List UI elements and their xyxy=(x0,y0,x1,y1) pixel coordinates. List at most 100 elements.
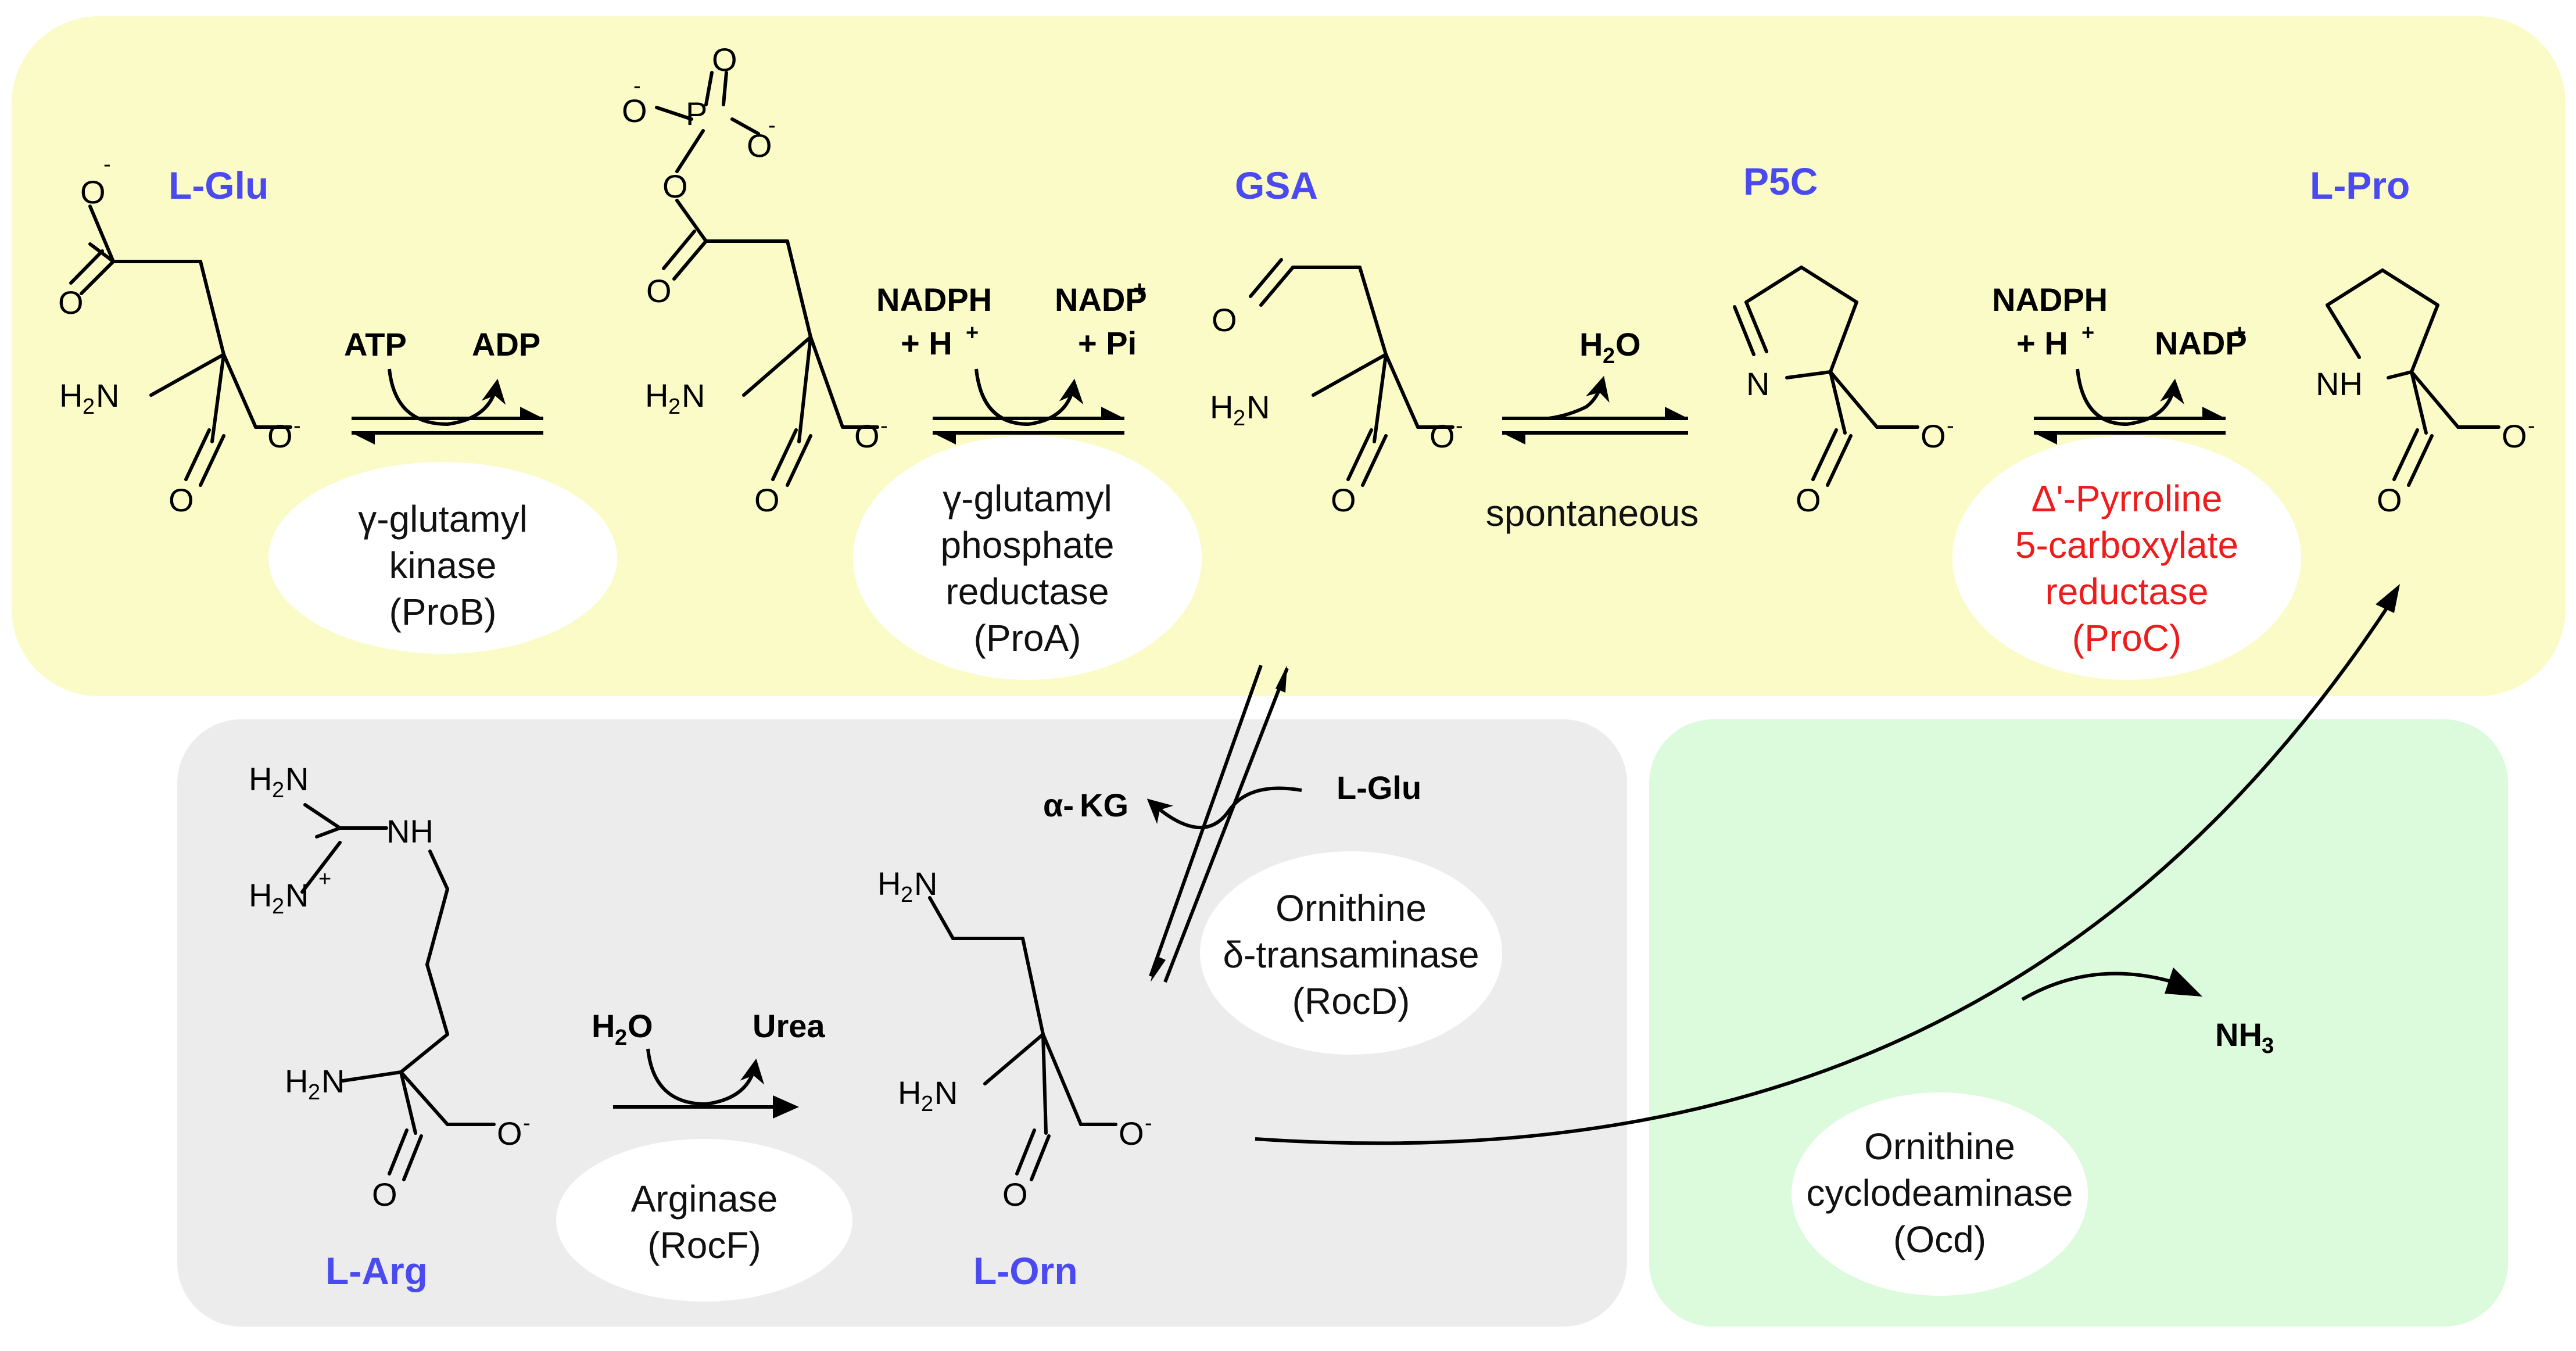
lpro-o-right-minus: - xyxy=(2528,414,2535,438)
cof-h-sup-2: + xyxy=(2081,321,2094,345)
cof-nadp-sup-1: + xyxy=(1133,277,1146,302)
larg-h-1: H xyxy=(249,761,272,797)
p5c-structure xyxy=(1733,266,1919,487)
lglu-o-top-minus: - xyxy=(103,152,111,177)
lglu-h: H xyxy=(59,377,83,414)
larg-plus: + xyxy=(318,867,331,891)
lglu-o-right-minus: - xyxy=(293,414,301,438)
ocd-long-arrow xyxy=(1255,600,2393,1145)
enzyme-proa-line1: γ-glutamyl xyxy=(943,478,1112,519)
enzyme-proc-line3: reductase xyxy=(2045,571,2208,612)
lglu-o-bottom: O xyxy=(169,482,194,518)
enzyme-prob-line2: kinase xyxy=(389,544,497,586)
cof-h2o-2-2: 2 xyxy=(615,1026,627,1050)
gp-p: P xyxy=(686,95,707,132)
enzyme-proc-ellipse xyxy=(1952,436,2301,680)
larg-o-bottom: O xyxy=(372,1176,397,1213)
cof-lglu-2: L-Glu xyxy=(1337,769,1421,806)
lpro-o-bottom: O xyxy=(2377,482,2402,518)
enzyme-prob-ellipse xyxy=(268,462,617,654)
lglu-n: N xyxy=(96,377,119,414)
cof-h2o-h-2: H xyxy=(592,1008,615,1044)
enzyme-proa-line3: reductase xyxy=(945,571,1109,612)
gsa-o-right: O xyxy=(1429,418,1455,454)
cof-nadp-sup-2: + xyxy=(2233,321,2246,345)
cof-nadph-2: NADPH xyxy=(1992,281,2108,318)
enzyme-ocd-line2: cyclodeaminase xyxy=(1807,1172,2073,1214)
enzyme-proc-line2: 5-carboxylate xyxy=(2015,524,2238,566)
enzyme-proa-ellipse xyxy=(853,436,1202,680)
gp-o-right: O xyxy=(747,127,772,164)
cof-nadp-2: NADP xyxy=(2155,325,2247,361)
glutamyl-phosphate-structure xyxy=(655,71,879,487)
larg-h-3: H xyxy=(285,1063,308,1099)
lorn-o-bottom: O xyxy=(1002,1176,1028,1213)
gsa-structure xyxy=(1249,258,1454,487)
gsa-o-ald: O xyxy=(1212,302,1237,338)
enzyme-rocd-ellipse xyxy=(1200,851,1502,1055)
gsa-o-right-minus: - xyxy=(1456,414,1463,438)
enzyme-proa-line4: (ProA) xyxy=(974,617,1081,659)
curved-arrow-icon xyxy=(1147,786,1302,830)
ocd-panel xyxy=(1649,719,2508,1327)
gp-o-top: O xyxy=(712,41,737,78)
gp-o-right-minus: - xyxy=(768,113,776,138)
enzyme-rocf-ellipse xyxy=(556,1139,852,1302)
cof-h2o-o-2: O xyxy=(628,1008,653,1044)
enzyme-proc-line4: (ProC) xyxy=(2072,617,2181,659)
p5c-o-right: O xyxy=(1921,418,1946,454)
lorn-n-1: N xyxy=(914,865,937,902)
cof-adp: ADP xyxy=(472,326,540,363)
lglu-2: 2 xyxy=(83,395,95,419)
lorn-h-1: H xyxy=(877,865,901,902)
gp-o-bridge: O xyxy=(662,168,688,205)
gp-o-left-minus: - xyxy=(633,74,641,98)
curved-arrow-icon xyxy=(2021,972,2174,1001)
lpro-o-right: O xyxy=(2502,418,2527,454)
lorn-o-right: O xyxy=(1119,1115,1144,1152)
curved-arrow-icon xyxy=(974,368,1084,427)
gp-n: N xyxy=(682,377,705,414)
larg-o-right-minus: - xyxy=(523,1111,531,1135)
label-p5c: P5C xyxy=(1743,160,1818,203)
enzyme-rocf-line2: (RocF) xyxy=(647,1224,761,1266)
p5c-o-right-minus: - xyxy=(1947,414,1954,438)
gsa-2: 2 xyxy=(1233,406,1245,431)
curved-arrow-icon xyxy=(2076,368,2184,427)
lorn-h-2: H xyxy=(898,1074,921,1111)
enzyme-proa-line2: phosphate xyxy=(941,524,1115,566)
curved-arrow-icon xyxy=(388,368,506,427)
cof-plus-h-1: + H xyxy=(901,325,952,361)
label-larg: L-Arg xyxy=(325,1249,428,1292)
label-spontaneous: spontaneous xyxy=(1486,492,1699,534)
gp-h: H xyxy=(645,377,668,414)
gp-o-right2-minus: - xyxy=(880,414,888,438)
cof-h-sup-1: + xyxy=(966,321,979,345)
cof-atp: ATP xyxy=(344,326,407,363)
larg-2-3: 2 xyxy=(308,1080,320,1105)
lglu-o-top: O xyxy=(80,174,106,210)
gp-o-dbl: O xyxy=(646,273,672,309)
label-lglu: L-Glu xyxy=(169,164,268,207)
label-lorn: L-Orn xyxy=(973,1249,1078,1292)
cof-nh3-3: 3 xyxy=(2262,1034,2274,1058)
larg-o-right: O xyxy=(497,1115,522,1152)
cof-nadph-1: NADPH xyxy=(876,281,992,318)
curved-arrow-icon xyxy=(646,1048,765,1106)
enzyme-proc-line1: Δ'-Pyrroline xyxy=(2032,478,2223,519)
lorn-2-1: 2 xyxy=(901,883,913,907)
lorn-2-2: 2 xyxy=(921,1092,933,1116)
cof-h2o-h-1: H xyxy=(1579,326,1603,363)
gp-o-left: O xyxy=(622,92,647,129)
gp-2: 2 xyxy=(668,395,680,419)
enzyme-rocf-line1: Arginase xyxy=(631,1178,778,1220)
enzyme-ocd-line1: Ornithine xyxy=(1864,1126,2015,1167)
larg-structure xyxy=(300,803,496,1181)
gsa-o-bottom: O xyxy=(1331,482,1356,518)
gp-o-right2: O xyxy=(854,418,880,454)
lglu-structure xyxy=(69,205,292,487)
larg-nh: NH xyxy=(386,813,433,850)
equilibrium-arrow-icon xyxy=(1149,664,1263,977)
